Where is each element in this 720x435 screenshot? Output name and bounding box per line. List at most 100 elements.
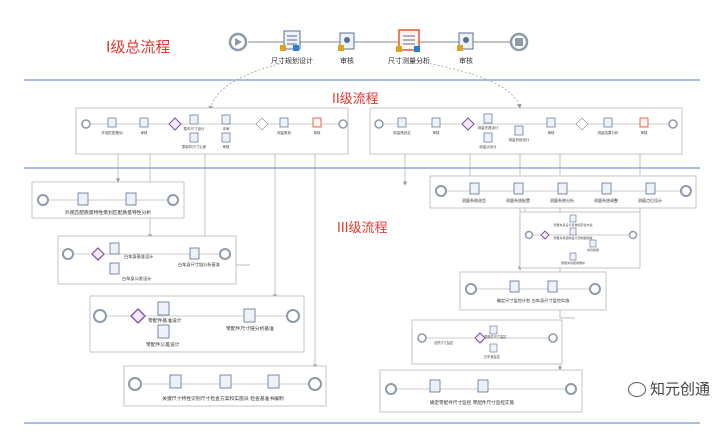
task-icon[interactable] — [397, 117, 407, 128]
end-event[interactable] — [589, 283, 601, 295]
task-node-highlighted[interactable]: 尺寸测量分析 — [388, 29, 430, 65]
task-label: 测量夹具结构设计及制造验收 — [553, 235, 592, 240]
gateway-diamond[interactable] — [168, 117, 182, 131]
task-icon[interactable] — [483, 113, 493, 124]
task-node[interactable]: 审核 — [338, 32, 355, 65]
task-icon[interactable] — [569, 214, 577, 223]
task-icon[interactable] — [219, 374, 232, 389]
task-icon[interactable] — [431, 117, 441, 128]
task-label: 测量点位设计 — [638, 197, 662, 203]
level3-box-7: 确定尺寸监控计划 白车身尺寸监控实施 — [459, 271, 607, 311]
task-icon[interactable] — [513, 182, 524, 195]
task-label: 审核 — [340, 56, 354, 65]
end-event[interactable] — [628, 230, 638, 240]
task-icon[interactable] — [469, 182, 480, 195]
task-icon[interactable] — [243, 308, 256, 323]
gateway-diamond[interactable] — [474, 332, 486, 344]
task-icon[interactable] — [267, 374, 280, 389]
gateway-diamond[interactable] — [130, 308, 146, 324]
connector-line — [240, 149, 278, 299]
start-event[interactable] — [465, 283, 477, 295]
box-caption: 确定零配件尺寸监控 零配件尺寸监控实施 — [430, 399, 515, 406]
task-icon[interactable] — [77, 192, 89, 206]
end-event[interactable] — [548, 333, 558, 343]
task-icon[interactable] — [429, 379, 441, 393]
task-label: 测量夹具设计基准和定位方案 — [553, 222, 592, 227]
user-icon — [293, 45, 299, 51]
task-icon[interactable] — [279, 117, 289, 128]
task-icon[interactable] — [109, 262, 120, 275]
task-icon[interactable] — [139, 117, 149, 128]
start-event[interactable] — [81, 119, 91, 129]
task-icon[interactable] — [221, 132, 231, 143]
start-event[interactable] — [37, 194, 49, 206]
gateway-diamond[interactable] — [575, 117, 589, 131]
task-icon[interactable] — [514, 125, 524, 136]
start-event[interactable] — [62, 248, 74, 260]
task-label: 审核 — [548, 130, 556, 135]
end-event[interactable] — [565, 383, 577, 395]
task-icon[interactable] — [509, 280, 520, 293]
start-event[interactable] — [374, 119, 384, 129]
task-icon[interactable] — [546, 117, 556, 128]
task-label: 评审 — [223, 126, 230, 131]
level3-box-8: 总拼尺寸监控 零部件尺寸监控 白车身监控 — [411, 319, 563, 365]
task-icon[interactable] — [169, 374, 182, 389]
task-icon[interactable] — [477, 379, 489, 393]
task-icon[interactable] — [645, 182, 656, 195]
task-label: 测量系统配置 — [506, 197, 530, 203]
task-icon[interactable] — [569, 252, 577, 261]
task-icon[interactable] — [569, 227, 577, 236]
task-icon[interactable] — [547, 280, 558, 293]
task-icon[interactable] — [157, 301, 170, 316]
task-icon[interactable] — [189, 132, 199, 143]
level3-box-2: 白车身基准设计 白车身公差设计 白车身尺寸链分析基准 — [57, 235, 237, 285]
gateway-diamond[interactable] — [461, 117, 475, 131]
task-icon[interactable] — [109, 242, 120, 255]
task-icon[interactable] — [107, 117, 117, 128]
task-icon-highlighted[interactable] — [312, 117, 322, 128]
task-icon-highlighted[interactable] — [639, 117, 649, 128]
start-event[interactable] — [524, 230, 534, 240]
task-label: 审核 — [314, 130, 322, 135]
task-label: 白车身监控 — [484, 354, 501, 359]
task-label: 测量策划 — [277, 130, 291, 135]
end-event[interactable] — [338, 119, 348, 129]
start-event[interactable] — [93, 309, 107, 323]
task-icon[interactable] — [489, 325, 498, 335]
start-event[interactable] — [128, 377, 142, 391]
task-icon[interactable] — [483, 132, 493, 143]
task-icon[interactable] — [601, 182, 612, 195]
level3-title: III级流程 — [337, 221, 388, 236]
level3-box-9: 确定零配件尺寸监控 零配件尺寸监控实施 — [379, 369, 583, 413]
task-icon[interactable] — [189, 247, 200, 260]
task-icon[interactable] — [603, 117, 613, 128]
task-node[interactable]: 尺寸规划设计 — [271, 30, 313, 65]
task-icon[interactable] — [189, 114, 199, 125]
gateway-diamond[interactable] — [255, 117, 269, 131]
task-label: 零部件尺寸监控 — [484, 334, 507, 339]
connector-arrow — [208, 59, 296, 111]
task-label: 测量结果分析 — [598, 130, 619, 135]
user-icon — [396, 46, 402, 52]
end-event[interactable] — [286, 309, 300, 323]
task-icon[interactable] — [489, 343, 498, 353]
task-icon[interactable] — [221, 114, 231, 125]
task-icon[interactable] — [557, 182, 568, 195]
start-event[interactable] — [435, 185, 447, 197]
task-icon[interactable] — [589, 239, 597, 248]
start-event[interactable] — [417, 333, 427, 343]
task-label: 总拼尺寸监控 — [434, 340, 454, 345]
gateway-diamond[interactable] — [91, 247, 105, 261]
end-event[interactable] — [680, 185, 692, 197]
task-node[interactable]: 审核 — [457, 32, 474, 65]
end-event[interactable] — [167, 194, 179, 206]
task-icon[interactable] — [125, 192, 137, 206]
end-event[interactable] — [219, 248, 231, 260]
start-event[interactable] — [385, 383, 397, 395]
end-event[interactable] — [668, 119, 678, 129]
gateway-diamond[interactable] — [540, 230, 550, 240]
end-event[interactable] — [308, 377, 322, 391]
level3-box-6: 测量夹具设计基准和定位方案 测量夹具结构设计及制造验收 夹具验收 测量夹具使用维… — [519, 211, 641, 269]
task-icon[interactable] — [157, 324, 170, 339]
